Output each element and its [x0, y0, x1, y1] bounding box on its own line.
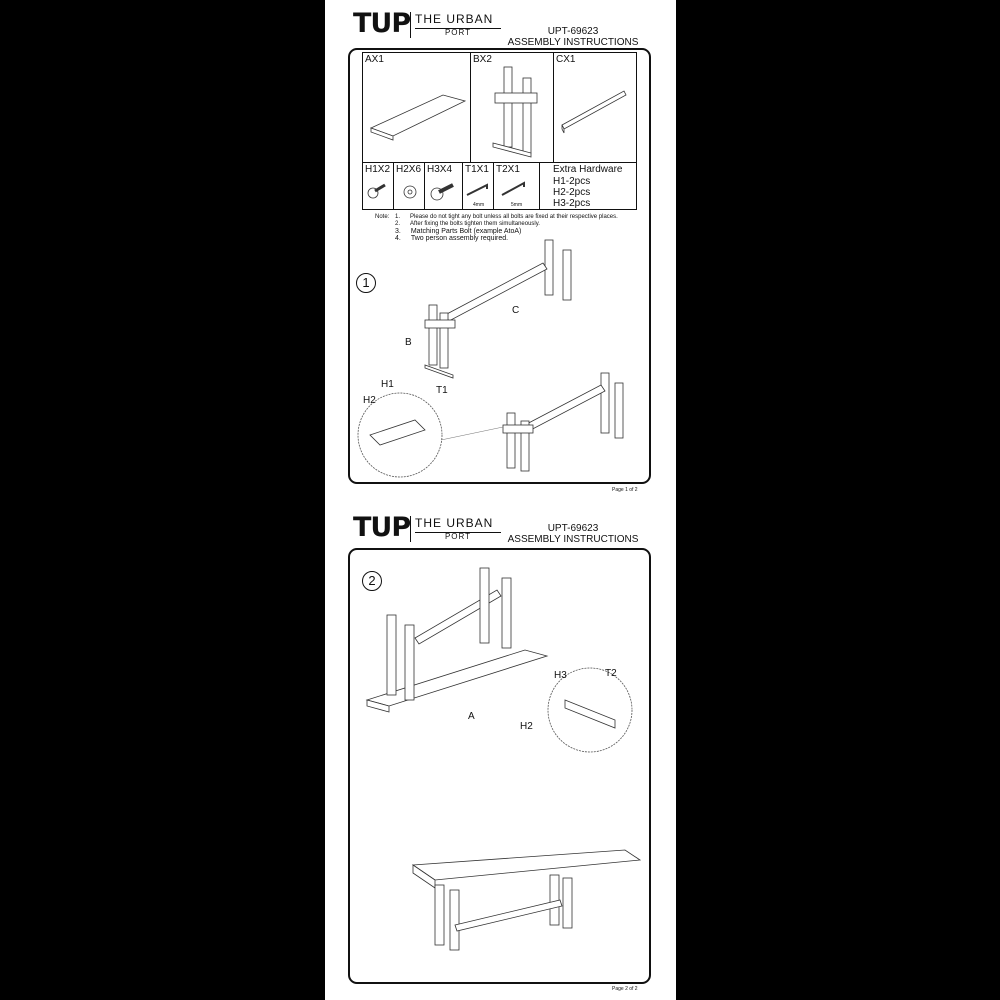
logo-divider	[410, 12, 411, 38]
part-label: BX2	[473, 54, 492, 65]
page2-frame	[348, 548, 651, 984]
notes-label: Note:	[375, 214, 390, 220]
hardware-h1: H1X2	[362, 162, 394, 210]
callout-h3: H3	[554, 670, 567, 681]
doc-title: ASSEMBLY INSTRUCTIONS	[507, 534, 639, 545]
part-label: AX1	[365, 54, 384, 65]
hw-label: H1X2	[365, 164, 391, 175]
brand-name: THE URBAN	[415, 516, 494, 530]
callout-h1: H1	[381, 379, 394, 390]
extra-item: H2-2pcs	[553, 187, 591, 198]
part-bx2: BX2	[470, 52, 554, 163]
instruction-sheet: TUP THE URBAN PORT UPT-69623 ASSEMBLY IN…	[325, 0, 676, 1000]
extra-hardware: Extra Hardware H1-2pcs H2-2pcs H3-2pcs	[539, 162, 637, 210]
step-number: 1	[356, 273, 376, 293]
screw-icon	[430, 183, 454, 201]
callout-b: B	[405, 337, 412, 348]
hw-label: T1X1	[465, 164, 489, 175]
callout-t1: T1	[436, 385, 448, 396]
rail-drawing	[561, 90, 627, 134]
part-label: CX1	[556, 54, 576, 65]
step1-diagram	[357, 239, 624, 478]
hardware-t1: T1X1 4mm	[462, 162, 494, 210]
logo-divider	[410, 516, 411, 542]
key-size: 4mm	[473, 202, 485, 208]
callout-t2: T2	[605, 668, 617, 679]
callout-c: C	[512, 305, 520, 316]
note-item: 3.Matching Parts Bolt (example AtoA)	[395, 228, 522, 235]
part-cx1: CX1	[553, 52, 637, 163]
note-item: 2.After fixing the bolts tighten them si…	[395, 221, 540, 227]
extra-item: H3-2pcs	[553, 198, 591, 209]
page-number: Page 2 of 2	[612, 986, 638, 992]
allen-key-icon	[466, 183, 488, 196]
brand-subname: PORT	[415, 532, 501, 541]
note-item: 1.Please do not tight any bolt unless al…	[395, 214, 618, 220]
logo: TUP	[353, 8, 411, 39]
hardware-h3: H3X4	[424, 162, 463, 210]
page1-frame	[348, 48, 651, 484]
product-code: UPT-69623	[547, 523, 599, 534]
product-code: UPT-69623	[547, 26, 599, 37]
washer-icon	[403, 185, 417, 199]
doc-title: ASSEMBLY INSTRUCTIONS	[507, 37, 639, 48]
extra-item: H1-2pcs	[553, 176, 591, 187]
hardware-t2: T2X1 5mm	[493, 162, 540, 210]
hw-label: H2X6	[396, 164, 422, 175]
allen-key-icon	[501, 181, 525, 196]
hw-label: H3X4	[427, 164, 453, 175]
logo: TUP	[353, 512, 411, 543]
key-size: 5mm	[511, 202, 523, 208]
brand-name: THE URBAN	[415, 12, 494, 26]
brand-subname: PORT	[415, 28, 501, 37]
callout-h2: H2	[520, 721, 533, 732]
callout-h2: H2	[363, 395, 376, 406]
part-ax1: AX1	[362, 52, 471, 163]
extra-title: Extra Hardware	[553, 164, 623, 175]
board-drawing	[369, 94, 467, 141]
hardware-h2: H2X6	[393, 162, 425, 210]
step-number: 2	[362, 571, 382, 591]
page-number: Page 1 of 2	[612, 487, 638, 493]
step2-diagram	[365, 567, 642, 951]
bolt-icon	[367, 183, 386, 199]
hw-label: T2X1	[496, 164, 520, 175]
note-item: 4.Two person assembly required.	[395, 235, 509, 242]
leg-drawing	[492, 66, 538, 158]
callout-a: A	[468, 711, 475, 722]
